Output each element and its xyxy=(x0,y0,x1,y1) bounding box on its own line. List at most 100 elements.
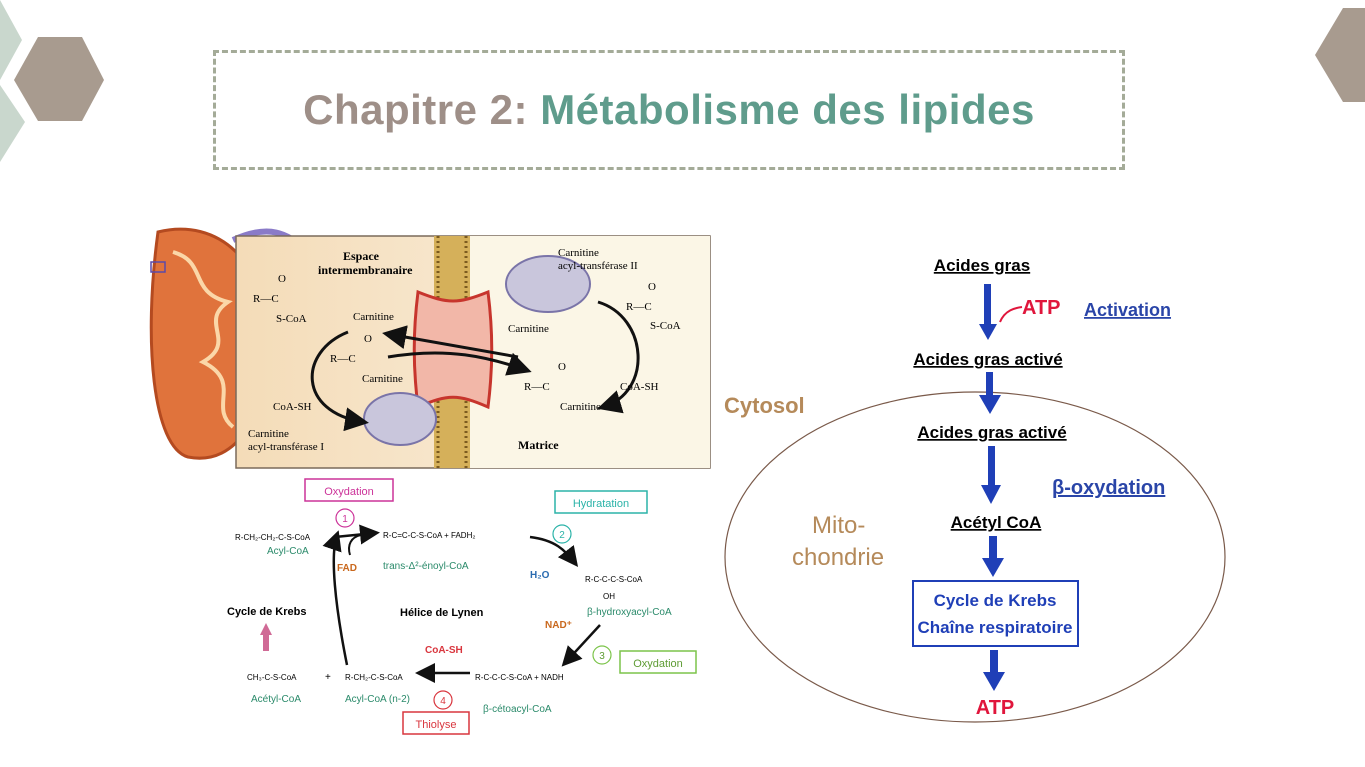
acyl-coa-formula: R-CH₂-CH₂-C-S-CoA xyxy=(235,533,311,542)
active2-label: Acides gras activé xyxy=(917,423,1066,442)
step1-circle xyxy=(335,508,355,528)
right-acyl-o: O xyxy=(648,281,656,293)
left-acyl-s: S-CoA xyxy=(276,313,307,325)
hexagon-shape xyxy=(1315,8,1365,102)
transport-arrow xyxy=(979,372,1001,414)
cetoacyl-name: β-cétoacyl-CoA xyxy=(483,704,552,715)
step2-arrow xyxy=(529,535,579,567)
carnitine-shuttle-figure: Espace intermembranaire Matrice Carnitin… xyxy=(149,227,711,469)
fad-label: FAD xyxy=(337,563,357,574)
acyl-coa-name: Acyl-CoA xyxy=(267,546,309,557)
title-prefix: Chapitre 2: xyxy=(303,86,541,133)
carnitine-right: Carnitine xyxy=(508,323,549,335)
step4-circle xyxy=(433,690,453,710)
label-matrice: Matrice xyxy=(518,438,559,452)
cycle-arrow-right xyxy=(597,300,640,414)
label-cat2-line2: acyl-transférase II xyxy=(558,260,638,272)
cytosol-label: Cytosol xyxy=(724,393,805,418)
right-acyl-s: S-CoA xyxy=(650,320,681,332)
acetyl-name: Acétyl-CoA xyxy=(251,694,301,705)
decorative-hexagon-right xyxy=(1315,8,1365,102)
fatty-acid-flow-diagram: Cytosol Mito- chondrie Acides gras ATP A… xyxy=(724,256,1226,723)
enoyl-name: trans-Δ²-énoyl-CoA xyxy=(383,561,469,572)
acides-gras-label: Acides gras xyxy=(934,256,1030,275)
h2o-label: H₂O xyxy=(530,570,550,581)
step3-number: 3 xyxy=(599,651,605,662)
acyl-carn-left-c: Carnitine xyxy=(362,373,403,385)
atp-in-label: ATP xyxy=(1022,297,1061,319)
enoyl-formula: R-C=C-C-S-CoA + FADH₂ xyxy=(383,531,475,540)
hydroxy-formula: R-C-C-C-S-CoA xyxy=(585,575,643,584)
hydratation-box xyxy=(554,490,648,514)
left-acyl-o: O xyxy=(278,273,286,285)
left-acyl-r: R—C xyxy=(253,293,279,305)
hydratation-label: Hydratation xyxy=(573,498,629,510)
acyl-n2-formula: R-CH₂-C-S-CoA xyxy=(345,673,403,682)
krebs-box xyxy=(912,580,1079,647)
acetyl-formula: CH₃-C-S-CoA xyxy=(247,673,297,682)
acyl-carnitine-arrow xyxy=(387,351,532,376)
label-cat2-line1: Carnitine xyxy=(558,247,599,259)
decorative-hexagons xyxy=(0,0,104,162)
acyl-carn-left-o: O xyxy=(364,333,372,345)
oxydation2-label: Oxydation xyxy=(633,658,683,670)
mitochondrion-ellipse xyxy=(724,391,1226,723)
translocase-protein xyxy=(412,289,494,410)
carnitine-top-left: Carnitine xyxy=(353,311,394,323)
chaine-label: Chaîne respiratoire xyxy=(918,618,1073,637)
fad-arrow xyxy=(348,534,362,556)
atp-out-arrow xyxy=(983,650,1005,691)
title-main: Métabolisme des lipides xyxy=(540,86,1035,133)
cat2-enzyme xyxy=(505,255,591,313)
oxydation2-box xyxy=(619,650,697,674)
slide-title: Chapitre 2: Métabolisme des lipides xyxy=(213,86,1125,134)
mito-line1: Mito- xyxy=(812,512,865,539)
recycle-arrow xyxy=(322,530,349,666)
light-hexagon-bottom xyxy=(0,85,25,162)
acyl-carn-left-r: R—C xyxy=(330,353,356,365)
activation-arrow xyxy=(979,284,997,340)
label-cat1-line1: Carnitine xyxy=(248,428,289,440)
oxydation1-label: Oxydation xyxy=(324,486,374,498)
cat1-enzyme xyxy=(363,392,437,446)
lynen-helix-figure: Oxydation 1 Hydratation 2 Oxydation 3 Th… xyxy=(227,478,697,735)
active1-label: Acides gras activé xyxy=(913,350,1062,369)
plus-sign: + xyxy=(325,672,331,683)
acyl-carn-right-r: R—C xyxy=(524,381,550,393)
oh-label: OH xyxy=(603,592,615,601)
coa-sh-label: CoA-SH xyxy=(425,645,463,656)
krebs-label: Cycle de Krebs xyxy=(227,606,306,618)
beta-ox-arrow xyxy=(981,446,1001,504)
step4-number: 4 xyxy=(440,696,446,707)
right-acyl-r: R—C xyxy=(626,301,652,313)
step1-arrow xyxy=(334,524,380,545)
mito-line2: chondrie xyxy=(792,544,884,571)
krebs-label: Cycle de Krebs xyxy=(934,591,1057,610)
helice-label: Hélice de Lynen xyxy=(400,607,484,619)
thiolyse-box xyxy=(402,711,470,735)
hexagon-shape xyxy=(14,37,104,121)
step3-arrow xyxy=(561,624,601,667)
thiolyse-label: Thiolyse xyxy=(416,719,457,731)
title-frame xyxy=(213,50,1125,170)
acetyl-label: Acétyl CoA xyxy=(951,513,1042,532)
acyl-n2-name: Acyl-CoA (n-2) xyxy=(345,694,410,705)
label-espace: Espace xyxy=(343,249,380,263)
krebs-arrow xyxy=(982,536,1004,577)
activation-label: Activation xyxy=(1084,300,1171,320)
step2-number: 2 xyxy=(559,530,565,541)
acyl-carn-right-o: O xyxy=(558,361,566,373)
label-intermembranaire: intermembranaire xyxy=(318,263,413,277)
atp-curve xyxy=(999,306,1023,323)
cycle-arrow-left xyxy=(310,330,369,432)
coa-sh-left: CoA-SH xyxy=(273,401,312,413)
nad-label: NAD⁺ xyxy=(545,620,572,631)
atp-out-label: ATP xyxy=(976,697,1015,719)
step2-circle xyxy=(552,524,572,544)
step1-number: 1 xyxy=(342,514,348,525)
light-hexagon-top xyxy=(0,0,22,80)
beta-ox-label: β-oxydation xyxy=(1052,477,1165,499)
hydroxy-name: β-hydroxyacyl-CoA xyxy=(587,607,672,618)
cetoacyl-formula: R-C-C-C-S-CoA + NADH xyxy=(475,673,564,682)
carnitine-return-arrow xyxy=(382,325,519,359)
